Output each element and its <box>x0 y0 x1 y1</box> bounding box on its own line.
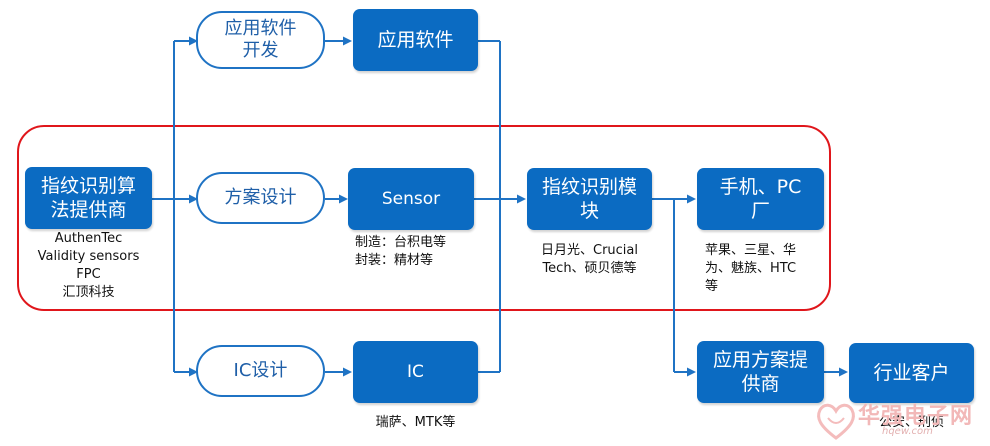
caption-line: 公安、刑侦 <box>878 415 944 430</box>
node-algorithm-provider: 指纹识别算 法提供商 <box>25 167 152 229</box>
caption-algorithm-provider: AuthenTec Validity sensors FPC 汇顶科技 <box>20 230 157 302</box>
node-phone-pc-maker: 手机、PC 厂 <box>697 168 824 230</box>
node-ic: IC <box>353 341 478 403</box>
caption-fp-module: 日月光、Crucial Tech、硕贝德等 <box>524 242 655 278</box>
node-app-software-dev: 应用软件 开发 <box>196 11 325 69</box>
caption-line: 日月光、Crucial <box>541 243 638 258</box>
caption-line: 苹果、三星、华 <box>705 243 797 258</box>
caption-line: Validity sensors <box>37 249 140 264</box>
node-ic-design: IC设计 <box>196 345 325 397</box>
caption-line: 等 <box>705 279 719 294</box>
caption-line: 制造：台积电等 <box>355 235 447 250</box>
node-solution-design: 方案设计 <box>196 172 325 224</box>
caption-line: 汇顶科技 <box>62 285 115 300</box>
caption-industry-customer: 公安、刑侦 <box>849 414 974 432</box>
caption-line: Tech、硕贝德等 <box>542 261 637 276</box>
caption-sensor: 制造：台积电等 封装：精材等 <box>355 234 485 270</box>
node-app-software: 应用软件 <box>353 9 478 71</box>
watermark-logo: 华强电子网 hqew.com <box>812 394 990 446</box>
caption-line: AuthenTec <box>54 231 123 246</box>
watermark-url: hqew.com <box>882 426 933 437</box>
caption-phone-pc-maker: 苹果、三星、华 为、魅族、HTC 等 <box>705 242 830 296</box>
node-industry-customer: 行业客户 <box>849 343 974 403</box>
watermark-heart-icon <box>817 403 855 440</box>
node-fp-module: 指纹识别模 块 <box>527 168 652 230</box>
watermark-text: 华强电子网 <box>858 404 974 429</box>
caption-line: 为、魅族、HTC <box>705 261 797 276</box>
node-app-solution-provider: 应用方案提 供商 <box>697 341 824 403</box>
caption-line: 封装：精材等 <box>355 253 434 268</box>
caption-line: 瑞萨、MTK等 <box>375 415 456 430</box>
caption-ic: 瑞萨、MTK等 <box>350 414 481 432</box>
caption-line: FPC <box>76 267 101 282</box>
node-sensor: Sensor <box>348 168 474 230</box>
highlight-frame <box>17 125 831 311</box>
